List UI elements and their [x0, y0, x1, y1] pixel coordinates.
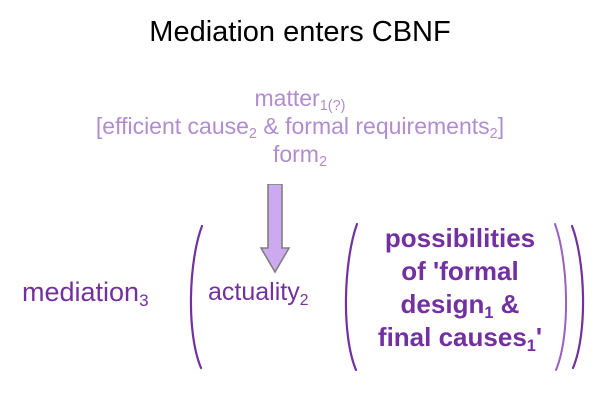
possibilities-line-2: of 'formal	[401, 256, 519, 286]
upper-line-matter-sub: 1(?)	[319, 98, 346, 115]
upper-line-efficient-cause: [efficient cause2 & formal requirements2…	[0, 112, 600, 143]
upper-line2-sub1: 2	[248, 126, 257, 143]
possibilities-text-block: possibilities of 'formal design1 & final…	[358, 222, 562, 354]
term-mediation-sub: 3	[139, 291, 149, 311]
upper-line2-suffix: ]	[497, 113, 505, 139]
possibilities-line-4-prefix: final causes	[377, 322, 527, 352]
possibilities-line-3-sub: 1	[484, 303, 494, 322]
page-title: Mediation enters CBNF	[149, 16, 451, 48]
term-mediation: mediation3	[22, 277, 149, 311]
term-actuality: actuality2	[208, 278, 309, 309]
upper-line-matter: matter1(?)	[0, 84, 600, 115]
upper-line-form: form2	[0, 140, 600, 171]
possibilities-line-4-sub: 1	[526, 336, 536, 355]
paren-right-outer-icon	[570, 224, 585, 370]
upper-line2-middle: & formal requirements	[256, 113, 490, 139]
upper-line2-sub2: 2	[489, 126, 498, 143]
term-mediation-text: mediation	[22, 277, 140, 307]
upper-line-matter-text: matter	[254, 85, 320, 111]
term-actuality-sub: 2	[299, 291, 309, 309]
down-arrow-icon	[259, 184, 291, 274]
upper-line2-prefix: [efficient cause	[95, 113, 249, 139]
possibilities-line-4-suffix: '	[535, 322, 543, 352]
possibilities-line-3: design1 &	[358, 288, 562, 321]
term-actuality-text: actuality	[208, 278, 300, 306]
upper-line-form-sub: 2	[318, 154, 328, 171]
upper-line-form-text: form	[272, 141, 319, 167]
possibilities-line-3-suffix: &	[493, 289, 520, 319]
paren-left-outer-icon	[189, 224, 204, 370]
possibilities-line-4: final causes1'	[358, 321, 562, 354]
possibilities-line-3-prefix: design	[400, 289, 485, 319]
possibilities-line-1: possibilities	[384, 223, 536, 253]
upper-text-block: matter1(?) [efficient cause2 & formal re…	[0, 84, 600, 171]
